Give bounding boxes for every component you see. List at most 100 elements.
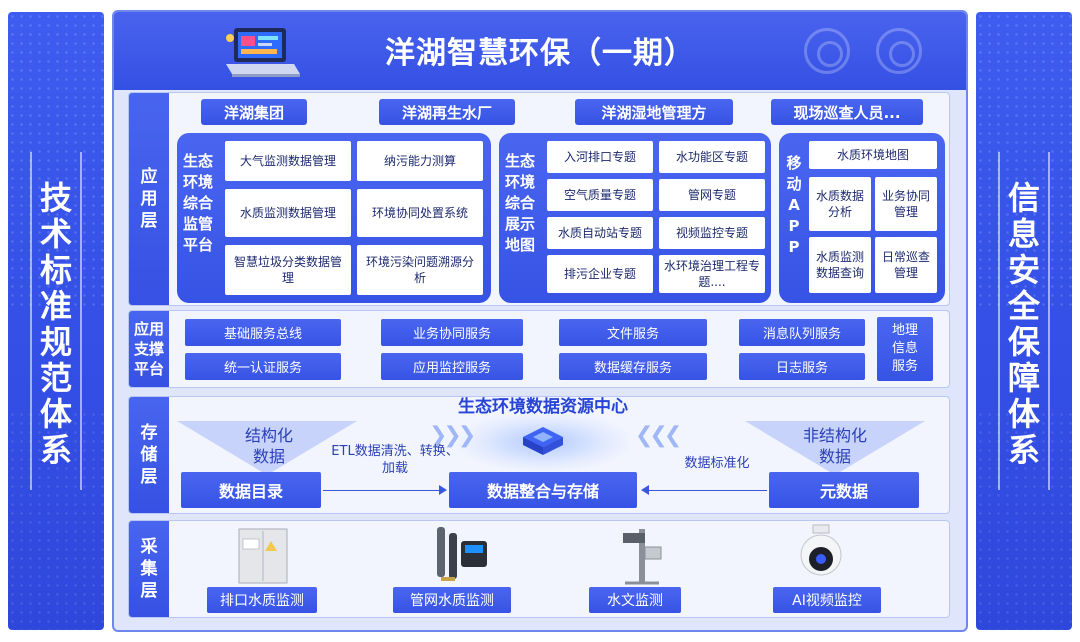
ai-camera-icon bbox=[800, 524, 842, 576]
supervision-platform-label: 生态 环境 综合 监管 平台 bbox=[183, 151, 213, 256]
collection-layer-label: 采 集 层 bbox=[129, 521, 169, 617]
left-banner-char: 标 bbox=[39, 251, 72, 289]
map-topic-discharge-enterprise[interactable]: 排污企业专题 bbox=[547, 255, 653, 293]
service-business-coordination[interactable]: 业务协同服务 bbox=[381, 319, 523, 346]
chevron-left-icon: ❮❮❮ bbox=[635, 423, 682, 448]
layer-label-char: 存 bbox=[140, 423, 158, 443]
right-banner-char: 信 bbox=[1007, 179, 1040, 217]
unstructured-data-funnel bbox=[745, 421, 925, 475]
mobile-business-coordination[interactable]: 业务协同管理 bbox=[875, 177, 937, 231]
data-catalog-box[interactable]: 数据目录 bbox=[181, 472, 321, 508]
right-banner-char: 全 bbox=[1007, 287, 1040, 325]
chevron-right-icon: ❯❯❯ bbox=[429, 423, 476, 448]
map-topic-river-outlet[interactable]: 入河排口专题 bbox=[547, 141, 653, 173]
service-message-queue[interactable]: 消息队列服务 bbox=[739, 319, 865, 346]
structured-data-line: 数据 bbox=[252, 447, 285, 466]
etl-label: ETL数据清洗、转换、 加载 bbox=[325, 443, 465, 477]
mobile-app-panel: 移 动 A P P 水质环境地图 水质数据分析 业务协同管理 水质监测数据查询 … bbox=[779, 133, 945, 303]
layer-label-char: 应用 bbox=[133, 320, 164, 338]
standardization-arrow bbox=[649, 490, 767, 491]
service-basic-bus[interactable]: 基础服务总线 bbox=[185, 319, 341, 346]
service-file[interactable]: 文件服务 bbox=[559, 319, 707, 346]
structured-data-label: 结构化 数据 bbox=[209, 425, 329, 467]
service-geo-info[interactable]: 地理 信息 服务 bbox=[877, 317, 933, 381]
left-banner-char: 范 bbox=[39, 359, 72, 397]
etl-arrow bbox=[323, 490, 441, 491]
page-title: 洋湖智慧环保（一期） bbox=[385, 36, 695, 71]
mobile-water-data-analysis[interactable]: 水质数据分析 bbox=[809, 177, 871, 231]
user-tab-water-plant: 洋湖再生水厂 bbox=[379, 99, 515, 125]
application-layer-label: 应 用 层 bbox=[129, 93, 169, 305]
right-banner-char: 系 bbox=[1007, 431, 1040, 469]
pipe-water-monitoring[interactable]: 管网水质监测 bbox=[393, 587, 511, 613]
collection-layer: 采 集 层 bbox=[128, 520, 950, 618]
panel-label-line: 综合 bbox=[505, 194, 536, 212]
etl-label-line: ETL数据清洗、转换、 bbox=[331, 444, 459, 459]
service-log[interactable]: 日志服务 bbox=[739, 353, 865, 380]
structured-data-funnel bbox=[177, 421, 357, 475]
map-topic-video-monitoring[interactable]: 视频监控专题 bbox=[659, 217, 765, 249]
geo-service-line: 信息 bbox=[891, 341, 918, 356]
arrow-right-icon bbox=[439, 485, 447, 495]
mobile-app-label: 移 动 A P P bbox=[785, 153, 803, 258]
right-banner-char: 保 bbox=[1007, 323, 1040, 361]
data-integration-storage-box[interactable]: 数据整合与存储 bbox=[449, 472, 637, 508]
map-topic-air-quality[interactable]: 空气质量专题 bbox=[547, 179, 653, 211]
layer-label-char: 层 bbox=[140, 211, 158, 231]
data-chip-icon bbox=[523, 427, 563, 455]
app-item-pollution-capacity[interactable]: 纳污能力测算 bbox=[357, 141, 483, 181]
storage-layer-label: 存 储 层 bbox=[129, 397, 169, 513]
left-banner-char: 准 bbox=[39, 287, 72, 325]
gear-decoration-icon bbox=[876, 28, 922, 74]
panel-label-line: P bbox=[788, 238, 800, 256]
panel-label-line: 动 bbox=[786, 175, 802, 193]
app-item-water-monitoring[interactable]: 水质监测数据管理 bbox=[225, 189, 351, 237]
unstructured-data-label: 非结构化 数据 bbox=[773, 425, 897, 467]
panel-label-line: 环境 bbox=[505, 173, 536, 191]
right-banner-char: 体 bbox=[1007, 395, 1040, 433]
header-bar: 洋湖智慧环保（一期） bbox=[114, 12, 966, 90]
panel-label-line: A bbox=[788, 196, 800, 214]
panel-label-line: 地图 bbox=[505, 236, 536, 254]
panel-label-line: 环境 bbox=[183, 173, 214, 191]
ai-video-monitoring[interactable]: AI视频监控 bbox=[773, 587, 881, 613]
laptop-icon bbox=[226, 28, 300, 77]
application-layer: 应 用 层 洋湖集团 洋湖再生水厂 洋湖湿地管理方 现场巡查人员... 生态 环… bbox=[128, 92, 950, 306]
left-banner-char: 术 bbox=[39, 215, 72, 253]
map-topic-pipe-network[interactable]: 管网专题 bbox=[659, 179, 765, 211]
map-topic-water-function[interactable]: 水功能区专题 bbox=[659, 141, 765, 173]
map-topic-water-treatment[interactable]: 水环境治理工程专题.... bbox=[659, 255, 765, 293]
mobile-water-data-query[interactable]: 水质监测数据查询 bbox=[809, 237, 871, 293]
hydrology-monitoring[interactable]: 水文监测 bbox=[589, 587, 681, 613]
app-item-air-monitoring[interactable]: 大气监测数据管理 bbox=[225, 141, 351, 181]
mobile-water-quality-map[interactable]: 水质环境地图 bbox=[809, 141, 937, 169]
standardization-label: 数据标准化 bbox=[684, 456, 750, 471]
user-tab-wetland-management: 洋湖湿地管理方 bbox=[575, 99, 733, 125]
left-banner-char: 体 bbox=[39, 395, 72, 433]
right-banner-text: 信 息 安 全 保 障 体 系 bbox=[976, 180, 1072, 468]
outlet-water-monitoring[interactable]: 排口水质监测 bbox=[207, 587, 317, 613]
layer-label-char: 应 bbox=[140, 167, 158, 187]
mobile-daily-inspection[interactable]: 日常巡查管理 bbox=[875, 237, 937, 293]
support-platform-layer: 应用 支撑 平台 基础服务总线 业务协同服务 文件服务 消息队列服务 统一认证服… bbox=[128, 310, 950, 388]
metadata-box[interactable]: 元数据 bbox=[769, 472, 919, 508]
layer-label-char: 采 bbox=[140, 537, 158, 557]
app-item-pollution-tracing[interactable]: 环境污染问题溯源分析 bbox=[357, 245, 483, 295]
layer-label-char: 层 bbox=[140, 467, 158, 487]
service-data-cache[interactable]: 数据缓存服务 bbox=[559, 353, 707, 380]
map-topic-water-station[interactable]: 水质自动站专题 bbox=[547, 217, 653, 249]
app-item-environment-coordination[interactable]: 环境协同处置系统 bbox=[357, 189, 483, 237]
hydrology-station-icon bbox=[623, 529, 662, 585]
service-unified-auth[interactable]: 统一认证服务 bbox=[185, 353, 341, 380]
right-banner-char: 安 bbox=[1007, 251, 1040, 289]
right-security-banner: 信 息 安 全 保 障 体 系 bbox=[976, 12, 1072, 630]
panel-label-line: 综合 bbox=[183, 194, 214, 212]
data-resource-center-title: 生态环境数据资源中心 bbox=[458, 397, 628, 417]
right-banner-char: 障 bbox=[1007, 359, 1040, 397]
left-banner-frame bbox=[30, 152, 82, 490]
display-map-panel: 生态 环境 综合 展示 地图 入河排口专题 水功能区专题 空气质量专题 管网专题… bbox=[499, 133, 771, 303]
layer-label-char: 集 bbox=[140, 559, 158, 579]
service-app-monitoring[interactable]: 应用监控服务 bbox=[381, 353, 523, 380]
layer-label-char: 用 bbox=[140, 189, 158, 209]
app-item-garbage-sorting[interactable]: 智慧垃圾分类数据管理 bbox=[225, 245, 351, 295]
